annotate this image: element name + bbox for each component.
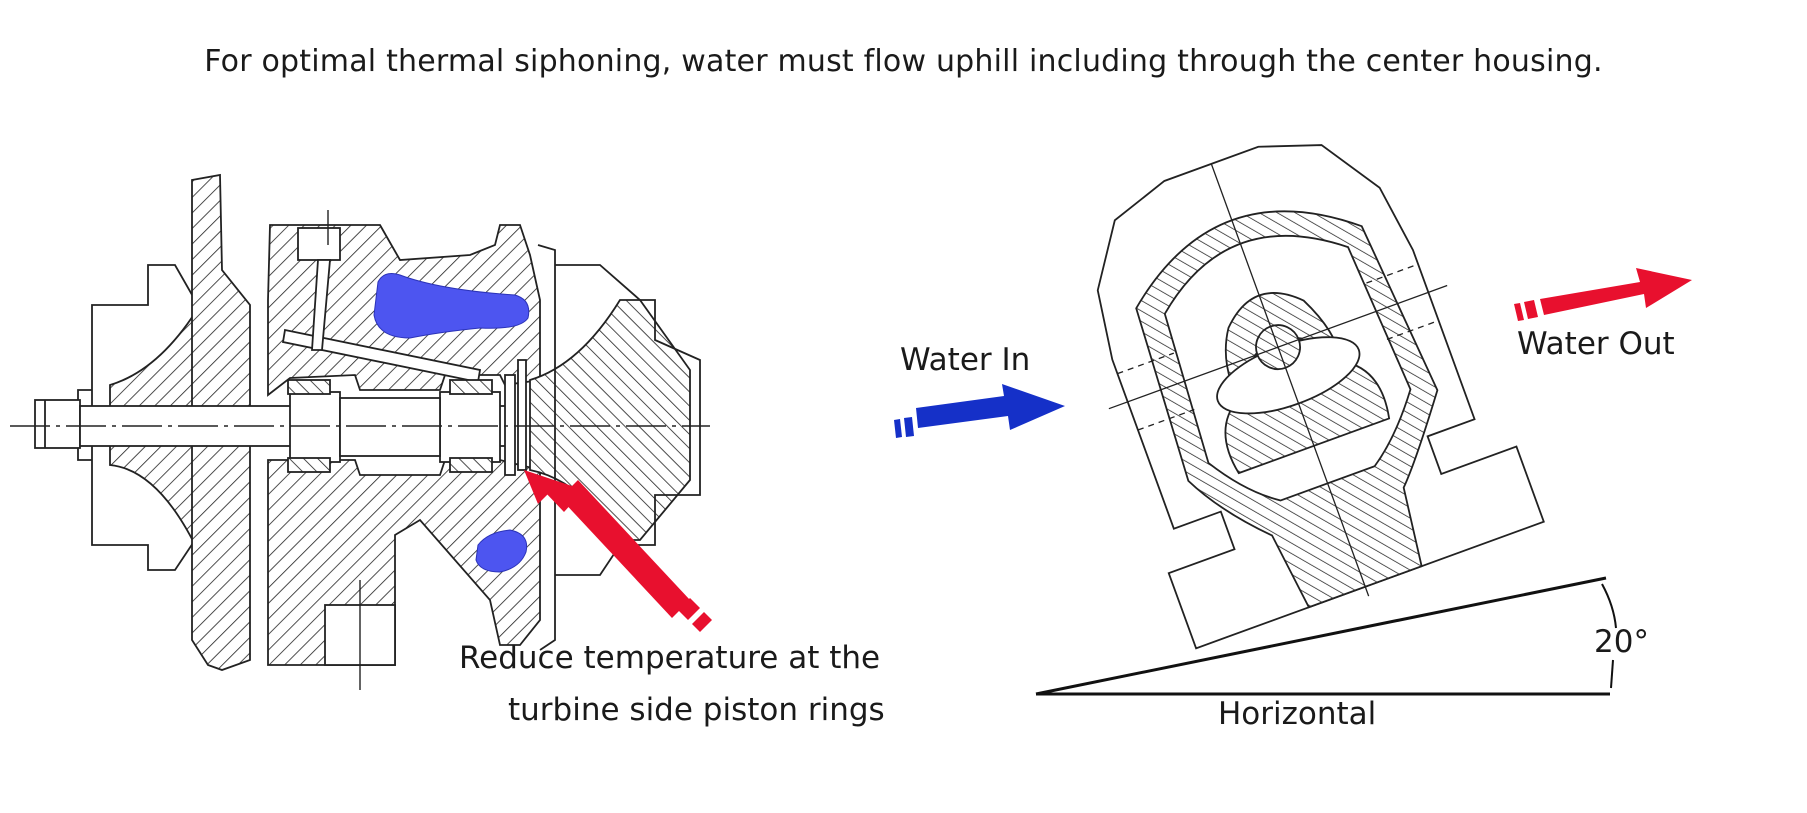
- water-out-label: Water Out: [1517, 326, 1675, 362]
- horizontal-label: Horizontal: [1218, 696, 1377, 732]
- turbo-cross-section: [10, 173, 710, 690]
- heat-arrow-icon: [524, 470, 712, 632]
- water-in-arrow-icon: [894, 384, 1065, 438]
- water-out-arrow-icon: [1514, 268, 1692, 321]
- water-jacket-upper: [373, 273, 530, 339]
- callout-line-1: Reduce temperature at the: [459, 640, 881, 676]
- angle-indicator: [1035, 576, 1617, 696]
- center-housing-end-view: [1096, 144, 1545, 650]
- water-in-label: Water In: [900, 342, 1031, 378]
- page-title: For optimal thermal siphoning, water mus…: [204, 44, 1603, 79]
- callout-line-2: turbine side piston rings: [508, 692, 885, 728]
- angle-label: 20°: [1594, 624, 1649, 660]
- water-jacket-lower: [475, 529, 528, 573]
